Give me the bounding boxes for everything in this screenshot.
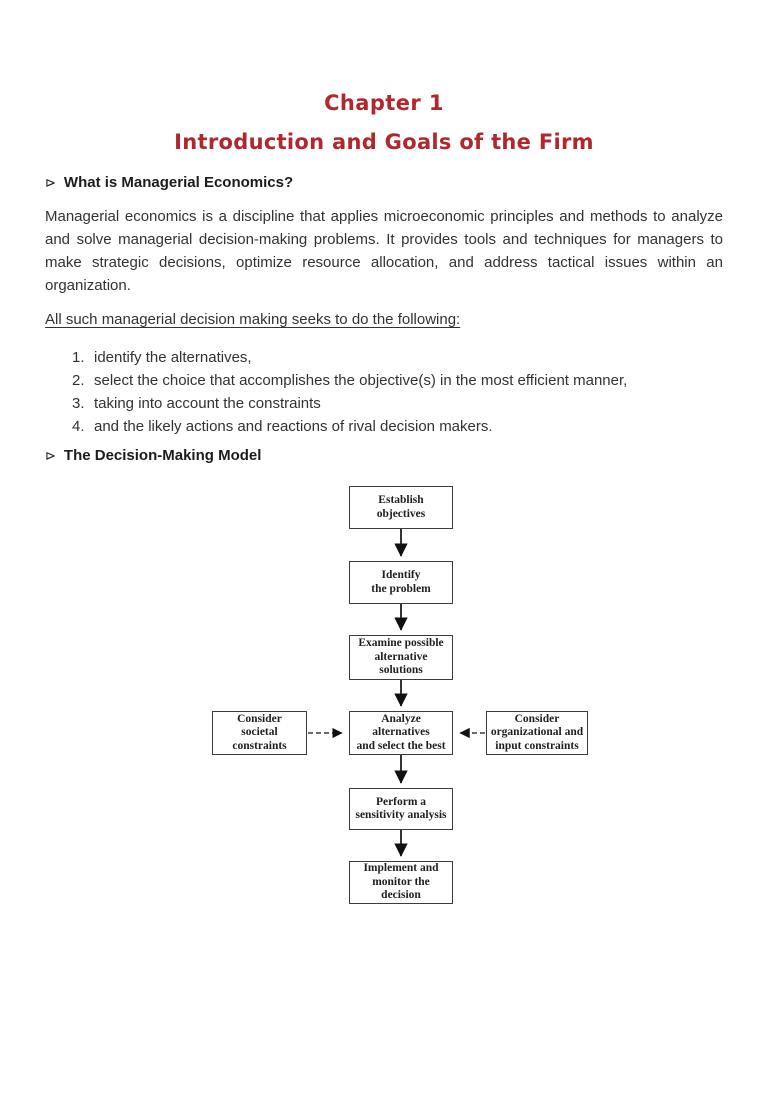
triangle-bullet-icon: ⊳ [45, 449, 56, 464]
list-item: 3. taking into account the constraints [72, 392, 723, 415]
flowchart-box-establish-objectives: Establish objectives [349, 486, 453, 529]
flowchart-box-identify-problem: Identify the problem [349, 561, 453, 604]
list-item-text: identify the alternatives, [94, 349, 252, 366]
flowchart-box-societal-constraints: Consider societal constraints [212, 711, 307, 755]
list-item: 1. identify the alternatives, [72, 346, 723, 369]
section-heading-what-is-managerial-economics: ⊳ What is Managerial Economics? [45, 174, 723, 191]
list-lead-sentence: All such managerial decision making seek… [45, 311, 461, 328]
document-subtitle: Introduction and Goals of the Firm [174, 130, 594, 154]
flowchart-box-organizational-constraints: Consider organizational and input constr… [486, 711, 588, 755]
list-item: 2. select the choice that accomplishes t… [72, 369, 723, 392]
flowchart-arrows [308, 529, 485, 857]
list-item-number: 4. [72, 418, 85, 435]
list-item-text: select the choice that accomplishes the … [94, 372, 628, 389]
decision-making-flowchart: Establish objectives Identify the proble… [0, 476, 768, 926]
decision-steps-list: 1. identify the alternatives, 2. select … [72, 346, 723, 438]
section-heading-decision-making-model: ⊳ The Decision-Making Model [45, 447, 723, 464]
flowchart-box-sensitivity-analysis: Perform a sensitivity analysis [349, 788, 453, 830]
flowchart-box-examine-solutions: Examine possible alternative solutions [349, 635, 453, 680]
list-item-number: 1. [72, 349, 85, 366]
flowchart-box-implement-decision: Implement and monitor the decision [349, 861, 453, 904]
chapter-title: Chapter 1 [324, 91, 444, 115]
list-item-text: and the likely actions and reactions of … [94, 418, 493, 435]
section-heading-text: What is Managerial Economics? [63, 174, 294, 191]
list-item-number: 3. [72, 395, 85, 412]
flowchart-box-analyze-alternatives: Analyze alternatives and select the best [349, 711, 453, 755]
intro-paragraph: Managerial economics is a discipline tha… [45, 208, 723, 294]
list-item-number: 2. [72, 372, 85, 389]
document-page: Chapter 1 Introduction and Goals of the … [0, 90, 768, 464]
list-item-text: taking into account the constraints [94, 395, 321, 412]
section-heading-text: The Decision-Making Model [63, 447, 262, 464]
triangle-bullet-icon: ⊳ [45, 176, 56, 191]
list-item: 4. and the likely actions and reactions … [72, 415, 723, 438]
